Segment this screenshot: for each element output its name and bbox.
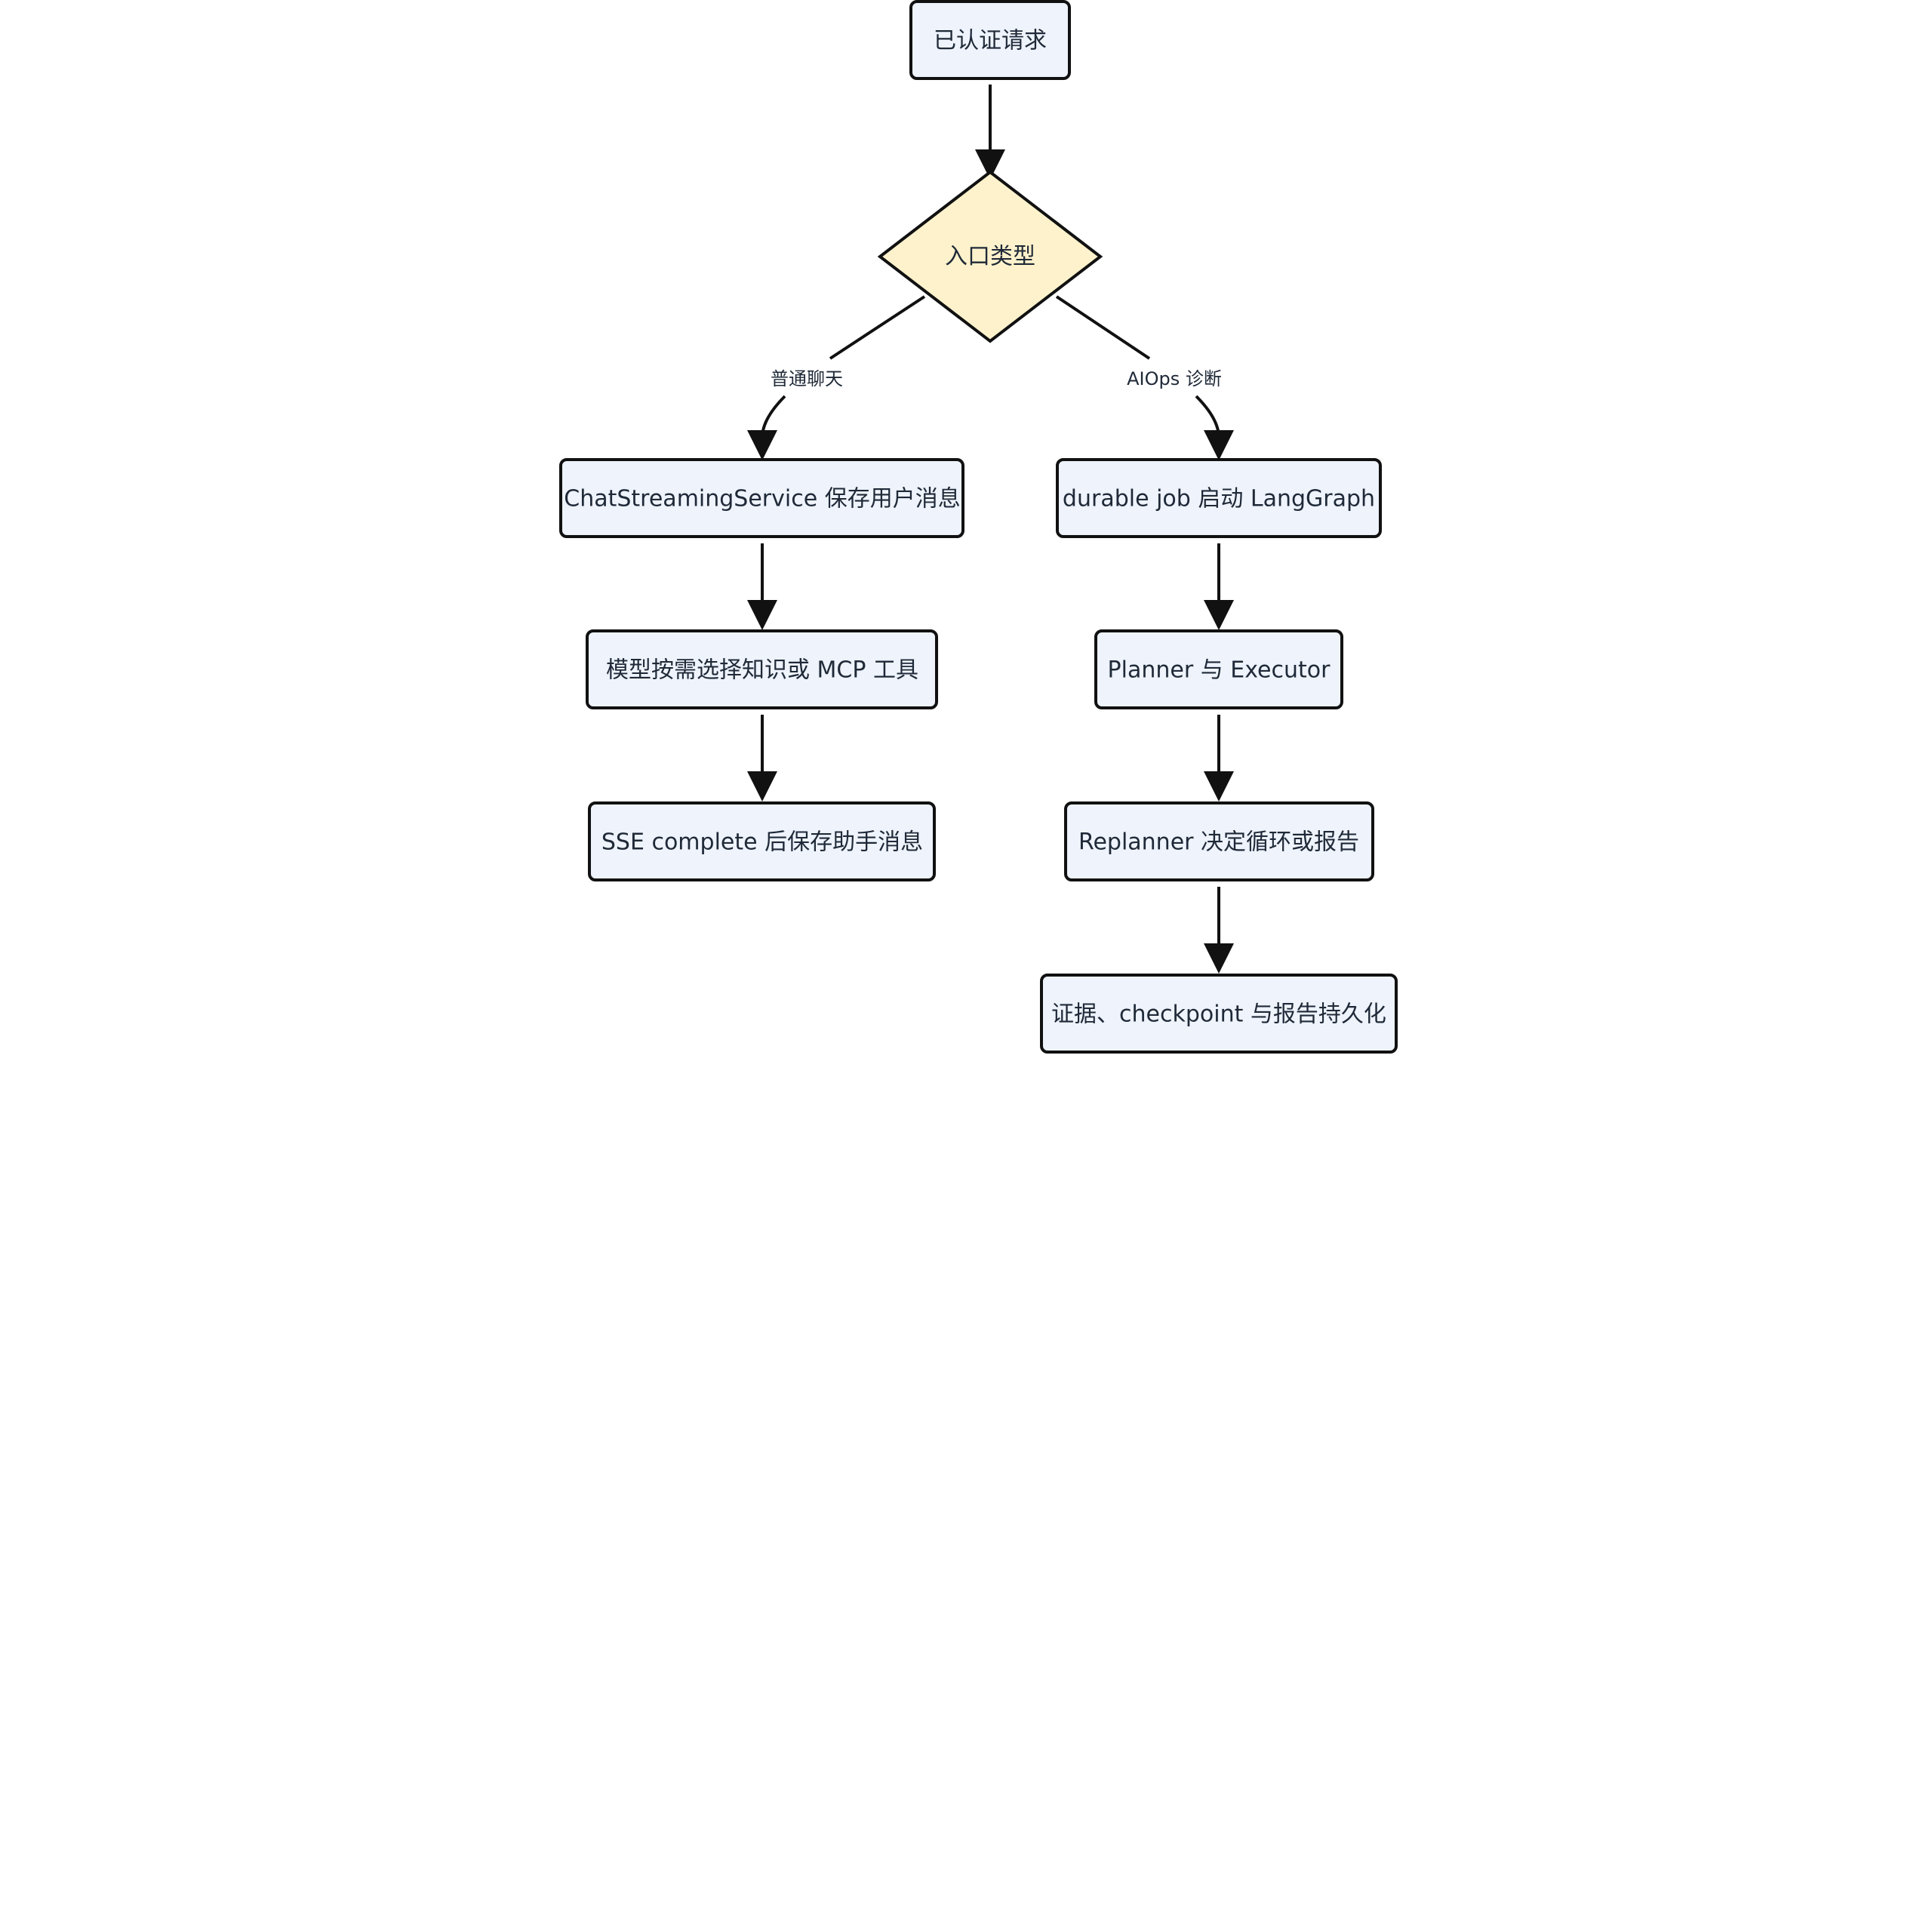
edges	[762, 85, 1219, 974]
node-aiops-replanner-label: Replanner 决定循环或报告	[1078, 829, 1359, 856]
node-chat-tools: 模型按需选择知识或 MCP 工具	[586, 629, 938, 709]
edge-decision-to-aiops	[1055, 295, 1219, 445]
node-chat-save: ChatStreamingService 保存用户消息	[559, 458, 964, 538]
node-aiops-planner-label: Planner 与 Executor	[1108, 657, 1331, 684]
node-chat-complete: SSE complete 后保存助手消息	[588, 801, 936, 881]
node-start: 已认证请求	[909, 0, 1071, 80]
node-start-label: 已认证请求	[934, 28, 1047, 54]
node-chat-complete-label: SSE complete 后保存助手消息	[601, 829, 923, 856]
edge-label-aiops: AIOps 诊断	[1127, 368, 1222, 389]
edge-decision-to-chat	[762, 295, 926, 445]
node-chat-save-label: ChatStreamingService 保存用户消息	[564, 486, 960, 512]
node-aiops-persist: 证据、checkpoint 与报告持久化	[1040, 974, 1398, 1054]
node-decision-label: 入口类型	[945, 244, 1035, 270]
node-aiops-persist-label: 证据、checkpoint 与报告持久化	[1051, 1001, 1386, 1028]
node-aiops-job: durable job 启动 LangGraph	[1056, 458, 1382, 538]
node-aiops-planner: Planner 与 Executor	[1094, 629, 1343, 709]
edge-label-chat: 普通聊天	[771, 368, 843, 389]
node-chat-tools-label: 模型按需选择知识或 MCP 工具	[606, 657, 918, 684]
node-aiops-job-label: durable job 启动 LangGraph	[1063, 486, 1375, 512]
node-decision: 入口类型	[877, 170, 1103, 343]
node-aiops-replanner: Replanner 决定循环或报告	[1064, 801, 1374, 881]
